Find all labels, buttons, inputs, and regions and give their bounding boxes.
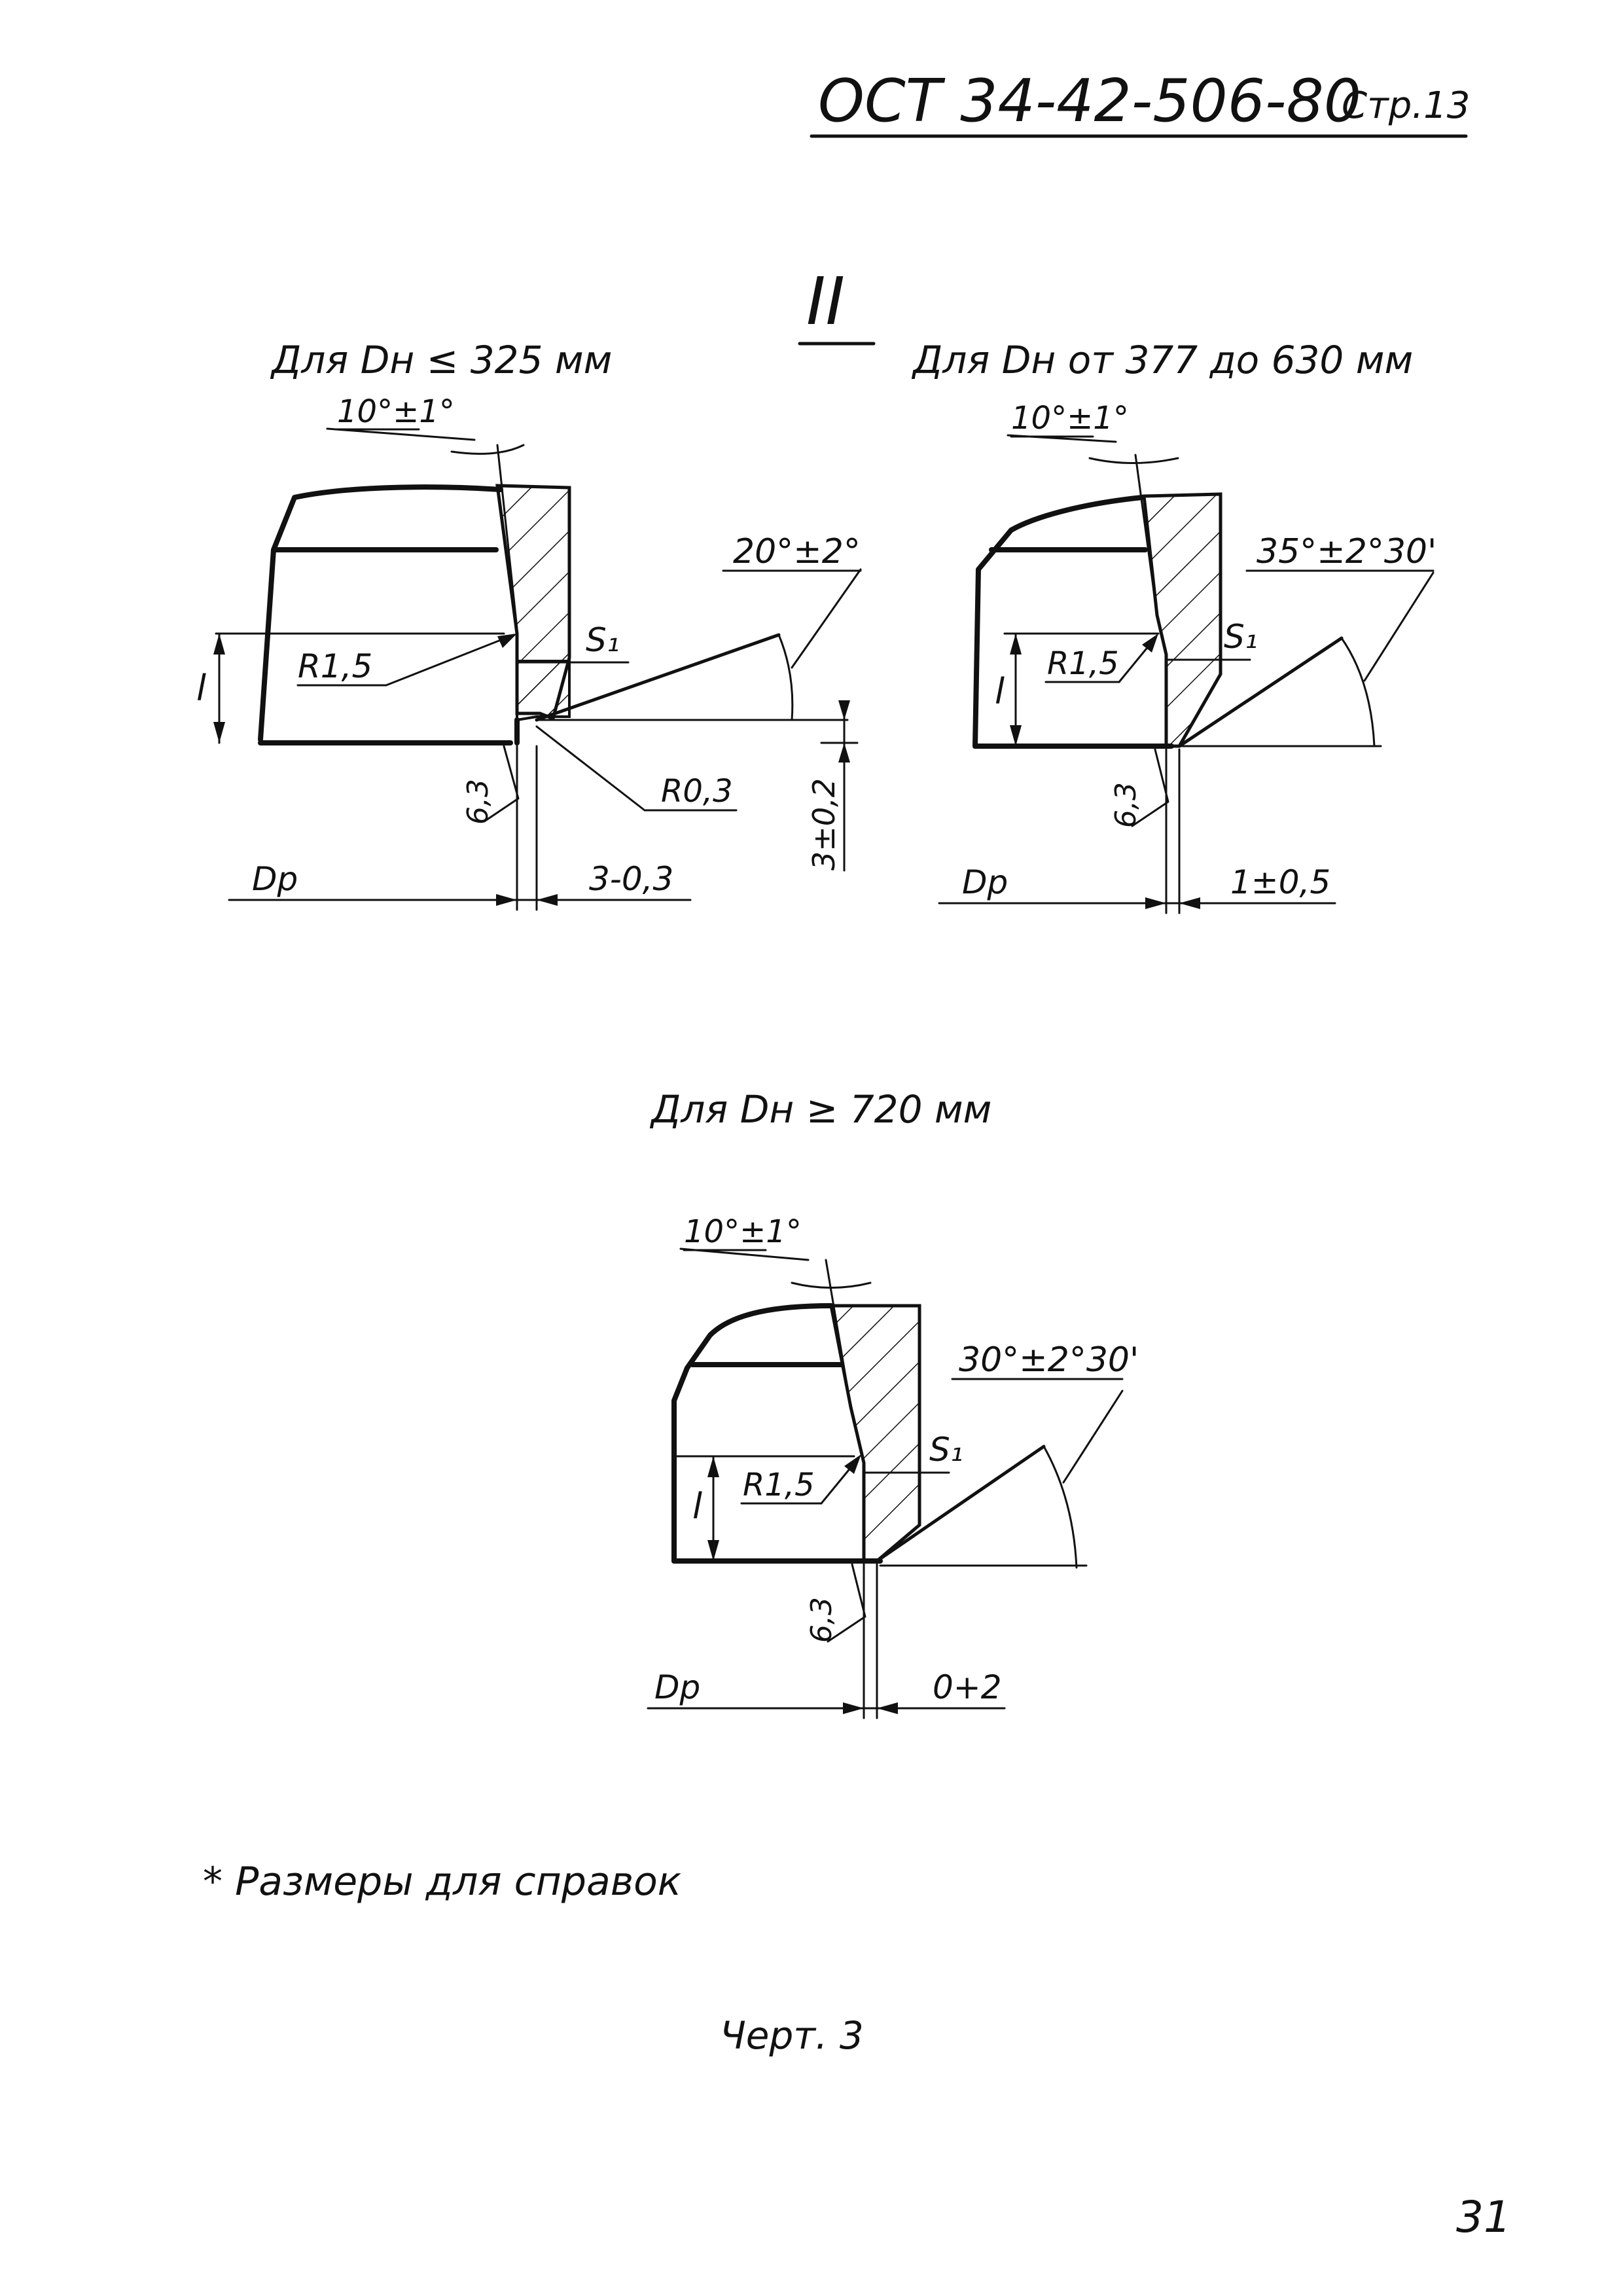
thickness-small: S₁ <box>586 621 620 659</box>
angle-top-small: 10°±1° <box>337 393 455 430</box>
angle-ref-small <box>496 444 518 630</box>
angle-ref-medium <box>1134 454 1158 617</box>
angle-arc-medium <box>1088 457 1179 464</box>
bore-offset-medium: 1±0,5 <box>1230 863 1330 901</box>
bevel-line-large <box>875 1444 1046 1563</box>
thickness-medium: S₁ <box>1224 618 1258 656</box>
standard-number: ОСТ 34-42-506-80 <box>818 67 1361 135</box>
angle-ref-large <box>825 1259 852 1408</box>
radius-root-small: R0,3 <box>661 773 733 810</box>
roughness-small: 6,3 <box>461 779 495 825</box>
bore-diameter-small: Dр <box>252 860 298 898</box>
bevel-arc-small <box>777 634 794 721</box>
roughness-large: 6,3 <box>805 1597 838 1643</box>
root-face-small <box>516 660 571 722</box>
caption-large: Для Dн ≥ 720 мм <box>649 1087 991 1132</box>
bore-diameter-medium: Dр <box>962 863 1008 901</box>
view-small: Для Dн ≤ 325 мм 10°±1° 20°±2° S₁ R1,5 <box>196 338 862 911</box>
bevel-leader-small <box>791 568 862 669</box>
wall-section-large <box>829 1304 921 1563</box>
bevel-angle-small: 20°±2° <box>733 532 861 571</box>
roughness-symbol-large <box>827 1563 866 1643</box>
root-face-dim-small: 3±0,2 <box>806 778 842 870</box>
pipe-outline-medium <box>972 495 1145 749</box>
thickness-large: S₁ <box>929 1431 963 1469</box>
page-number: 31 <box>1456 2192 1511 2242</box>
roughness-symbol-medium <box>1131 748 1169 827</box>
bevel-arc-medium <box>1340 637 1376 747</box>
angle-top-large: 10°±1° <box>684 1213 802 1250</box>
radius-inner-large: R1,5 <box>743 1467 815 1503</box>
footnote: * Размеры для справок <box>203 1859 681 1905</box>
radius-inner-medium: R1,5 <box>1047 645 1119 682</box>
view-large: Для Dн ≥ 720 мм 10°±1° 30°±2°30' S₁ R1,5… <box>647 1087 1139 1719</box>
radius-inner-small: R1,5 <box>298 647 372 685</box>
length-medium: l <box>995 671 1005 712</box>
angle-arc-large <box>791 1282 872 1289</box>
bevel-line-medium <box>1177 636 1344 748</box>
bevel-line-small <box>535 633 781 722</box>
caption-medium: Для Dн от 377 до 630 мм <box>911 338 1413 382</box>
angle-arc-small <box>450 444 525 455</box>
length-small: l <box>196 668 206 709</box>
length-large: l <box>692 1486 702 1527</box>
bevel-arc-large <box>1043 1445 1078 1569</box>
pipe-outline-large <box>671 1303 834 1564</box>
roughness-medium: 6,3 <box>1109 782 1143 828</box>
bore-diameter-large: Dр <box>654 1668 700 1706</box>
section-mark: II <box>806 263 845 340</box>
pipe-outline-small <box>258 484 503 742</box>
wall-section-medium <box>1142 492 1222 748</box>
bore-offset-small: 3-0,3 <box>589 860 673 898</box>
view-medium: Для Dн от 377 до 630 мм 10°±1° 35°±2°30'… <box>911 338 1436 914</box>
caption-small: Для Dн ≤ 325 мм <box>270 338 612 382</box>
bevel-angle-large: 30°±2°30' <box>959 1340 1139 1380</box>
bore-offset-large: 0+2 <box>933 1668 1002 1706</box>
page-label: Стр.13 <box>1342 84 1470 127</box>
angle-leader-small <box>326 427 476 441</box>
figure-label: Черт. 3 <box>720 2013 864 2058</box>
bevel-angle-medium: 35°±2°30' <box>1257 532 1436 571</box>
roughness-symbol-small <box>483 745 520 823</box>
angle-top-medium: 10°±1° <box>1011 400 1129 437</box>
